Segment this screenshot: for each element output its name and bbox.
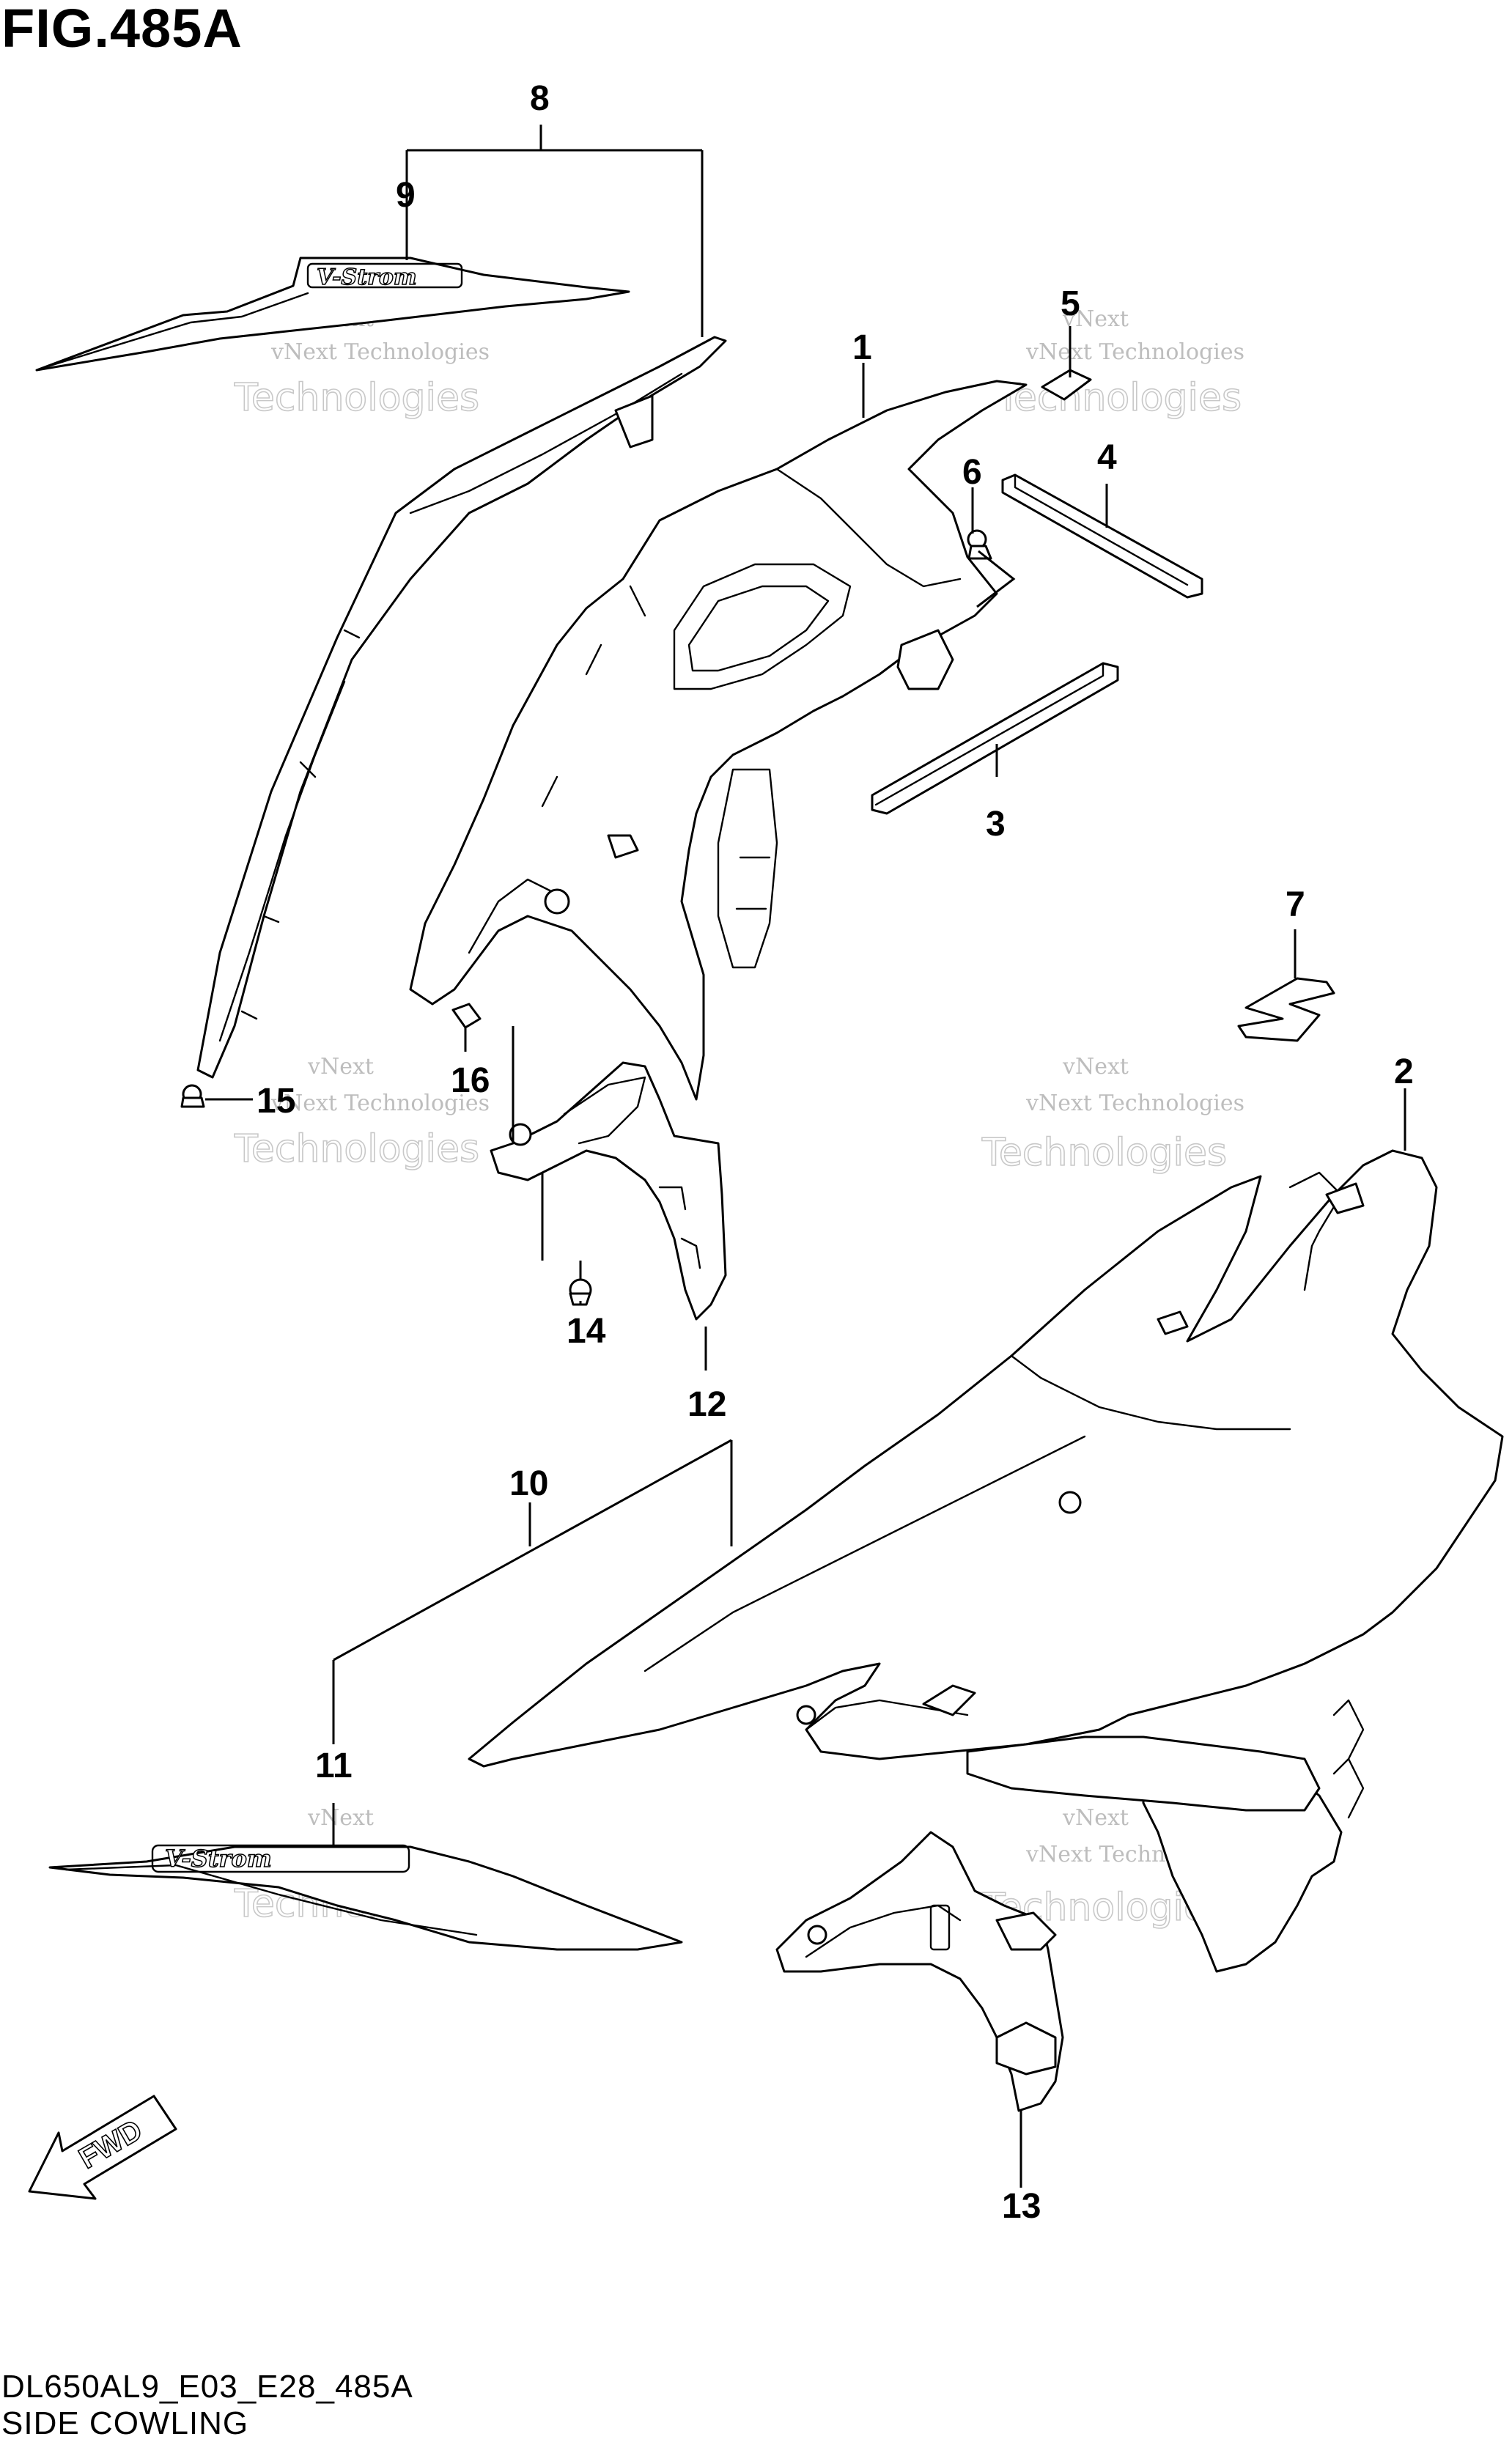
callout-4: 4 [1097,438,1117,477]
watermark-line1: vNext [1062,1054,1129,1080]
callout-14: 14 [567,1312,606,1351]
part-3-cushion-lower [871,662,1119,815]
watermark-line3: Technologies [234,376,479,420]
callout-10: 10 [509,1464,548,1503]
callout-labels: 8 9 1 5 4 6 3 7 2 15 16 14 12 10 11 13 [257,79,1414,2226]
callout-2: 2 [1394,1052,1414,1091]
diagram-caption: SIDE COWLING [1,2405,249,2441]
callout-3: 3 [986,805,1006,844]
part-5-small-cushion [1041,369,1092,401]
watermark-line1: vNext [1062,306,1129,332]
part-6-clip [967,529,992,560]
part-12-bracket [490,1061,727,1321]
watermark-line3: Technologies [234,1127,479,1171]
diagram-code: DL650AL9_E03_E28_485A [1,2369,413,2405]
watermark-line2: vNext Technologies [1025,339,1244,365]
watermark-line2: vNext Technologies [1025,1091,1244,1116]
watermark-line1: vNext [307,1805,374,1831]
watermark-line1: vNext [1062,1805,1129,1831]
part-11-emblem-lower: V-Strom [48,1844,683,1951]
watermark-line2: vNext Technologies [270,339,490,365]
watermark-group-4: vNext vNext Technologies Technologies [981,1054,1244,1176]
watermark-line3: Technologies [996,376,1242,420]
emblem-text-upper: V-Strom [317,265,417,290]
part-16-nut [451,1003,482,1029]
watermark-group-2: vNext vNext Technologies Technologies [995,306,1244,421]
callout-1: 1 [852,328,872,367]
callout-7: 7 [1286,885,1305,924]
leader-lines [205,125,1406,2188]
part-7-suzuki-emblem [1237,977,1335,1042]
watermark-group-3: vNext vNext Technologies Technologies [233,1054,490,1172]
callout-5: 5 [1061,284,1080,323]
part-13-lower-bracket [775,1831,1064,2112]
callout-15: 15 [257,1082,295,1121]
figure-title: FIG.485A [1,0,243,59]
part-9-emblem-upper: V-Strom [35,257,630,372]
watermark-line2: vNext Technologies [270,1091,490,1116]
watermark-line3: Technologies [981,1131,1227,1175]
callout-8: 8 [530,79,550,118]
callout-12: 12 [687,1385,726,1424]
part-8-upper-trim [196,336,727,1079]
callout-13: 13 [1002,2187,1041,2226]
callout-6: 6 [962,453,982,492]
part-1-upper-cowling [409,380,1028,1101]
fwd-arrow: FWD [28,2095,177,2200]
part-15-bolt [180,1084,205,1108]
part-14-screw [569,1278,592,1306]
part-2-lower-cowling [468,1149,1504,1973]
emblem-text-lower: V-Strom [165,1845,272,1873]
watermark-line1: vNext [307,1054,374,1080]
callout-11: 11 [315,1746,353,1785]
callout-16: 16 [451,1061,490,1100]
part-4-cushion-upper [1001,473,1203,599]
callout-9: 9 [396,176,416,215]
